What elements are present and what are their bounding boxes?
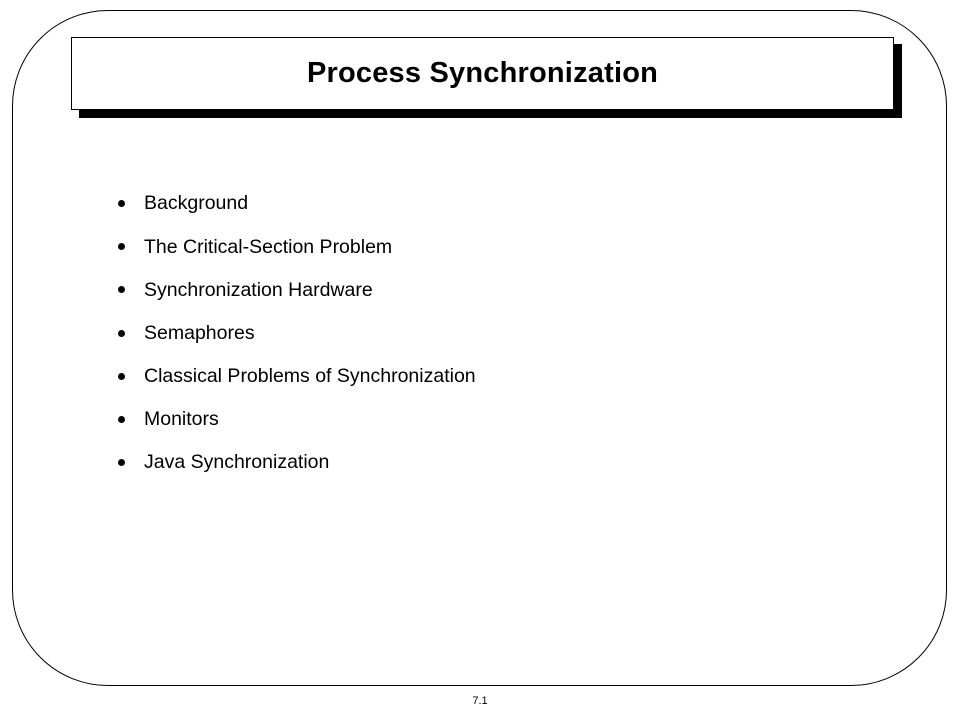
- bullet-dot-icon: [118, 200, 125, 208]
- bullet-text: Background: [144, 192, 249, 215]
- slide-title: Process Synchronization: [306, 57, 659, 89]
- bullet-dot-icon: [118, 372, 125, 380]
- bullet-list: Background The Critical-Section Problem …: [118, 184, 476, 486]
- bullet-dot-icon: [118, 243, 125, 251]
- bullet-dot-icon: [118, 329, 125, 337]
- bullet-dot-icon: [118, 416, 125, 424]
- page-number: 7.1: [472, 695, 488, 707]
- bullet-item: Classical Problems of Synchronization: [118, 357, 476, 400]
- bullet-text: Classical Problems of Synchronization: [144, 365, 476, 388]
- bullet-item: Semaphores: [118, 314, 476, 357]
- bullet-text: Semaphores: [144, 321, 255, 344]
- bullet-item: Java Synchronization: [118, 443, 476, 486]
- bullet-dot-icon: [118, 286, 125, 294]
- bullet-item: Monitors: [118, 400, 476, 443]
- bullet-item: Synchronization Hardware: [118, 270, 476, 313]
- bullet-text: Monitors: [144, 408, 219, 431]
- bullet-item: Background: [118, 184, 476, 227]
- bullet-text: Synchronization Hardware: [144, 278, 373, 301]
- bullet-item: The Critical-Section Problem: [118, 227, 476, 270]
- slide-frame: [12, 10, 947, 686]
- bullet-text: Java Synchronization: [144, 451, 330, 474]
- bullet-text: The Critical-Section Problem: [144, 235, 393, 258]
- title-box: Process Synchronization: [71, 37, 894, 110]
- bullet-dot-icon: [118, 459, 125, 467]
